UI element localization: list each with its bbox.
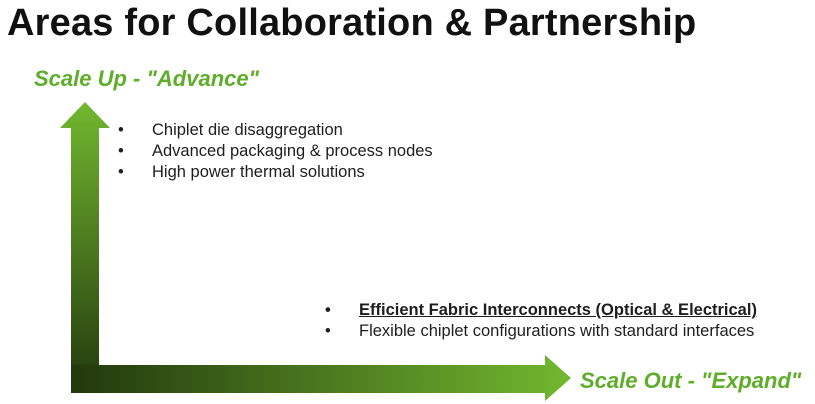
bullet-item: Chiplet die disaggregation — [118, 120, 433, 141]
scale-up-bullet-list: Chiplet die disaggregation Advanced pack… — [118, 120, 433, 183]
scale-up-arrow — [60, 102, 110, 393]
bullet-item-emphasized: Efficient Fabric Interconnects (Optical … — [325, 300, 757, 321]
scale-out-label: Scale Out - "Expand" — [580, 368, 802, 393]
scale-up-label: Scale Up - "Advance" — [34, 66, 260, 91]
bullet-item: High power thermal solutions — [118, 162, 433, 183]
scale-out-bullet-list: Efficient Fabric Interconnects (Optical … — [325, 300, 757, 342]
bullet-item: Flexible chiplet configurations with sta… — [325, 321, 757, 342]
bullet-item: Advanced packaging & process nodes — [118, 141, 433, 162]
slide-title: Areas for Collaboration & Partnership — [7, 2, 697, 44]
scale-out-arrow — [71, 355, 571, 401]
